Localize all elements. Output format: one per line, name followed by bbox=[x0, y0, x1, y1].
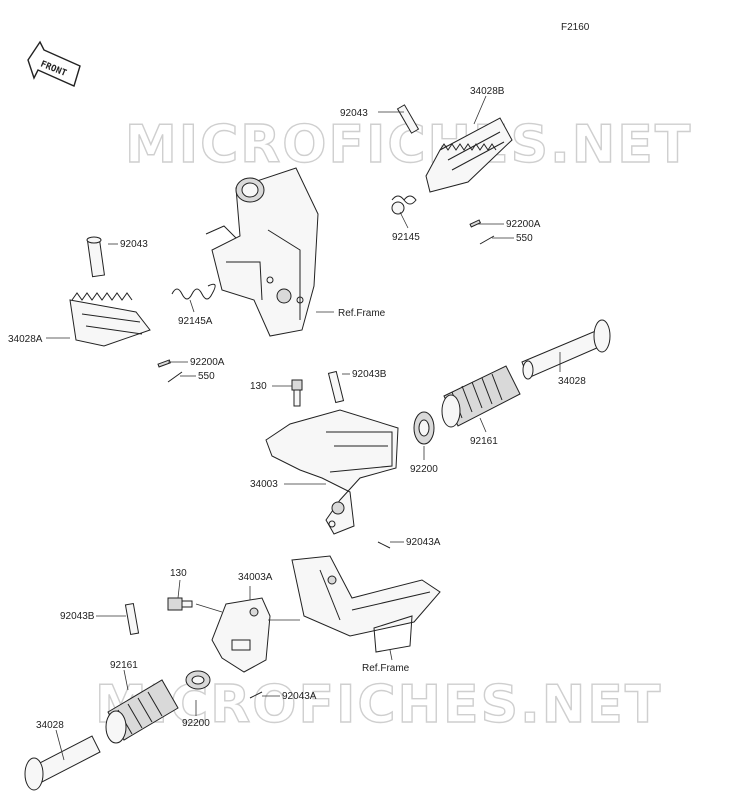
footpeg-34028b-icon bbox=[391, 104, 513, 245]
watermark-bottom: MICROFICHES.NET bbox=[95, 675, 662, 735]
leader-lines bbox=[46, 95, 561, 761]
footpeg-34028-right-icon bbox=[521, 319, 611, 380]
label-92200a-left: 92200A bbox=[190, 357, 225, 368]
footpeg-rubber-92161-low-icon bbox=[105, 679, 179, 744]
label-92043-top: 92043 bbox=[340, 108, 368, 119]
footpeg-rubber-92161-mid-icon bbox=[441, 365, 521, 428]
label-34003: 34003 bbox=[250, 479, 278, 490]
frame-lower-icon bbox=[291, 555, 441, 653]
label-ref-frame-top: Ref.Frame bbox=[338, 308, 386, 319]
label-92043a-low: 92043A bbox=[282, 691, 317, 702]
spring-92145a-icon bbox=[171, 283, 216, 300]
front-arrow-icon: FRONT bbox=[27, 40, 81, 87]
label-34028-low: 34028 bbox=[36, 720, 64, 731]
step-bracket-34003a-icon bbox=[124, 597, 271, 699]
label-92161-mid: 92161 bbox=[470, 436, 498, 447]
part-labels: 92043 34028B 92200A 550 92145 92043 9214… bbox=[8, 86, 586, 731]
label-92043b-mid: 92043B bbox=[352, 369, 387, 380]
label-550-top: 550 bbox=[516, 233, 533, 244]
figure-code: F2160 bbox=[561, 22, 590, 33]
footpeg-34028a-icon bbox=[69, 236, 183, 383]
label-34028b: 34028B bbox=[470, 86, 505, 97]
washer-92200-mid-icon bbox=[413, 411, 435, 445]
label-92200-low: 92200 bbox=[182, 718, 210, 729]
label-ref-frame-low: Ref.Frame bbox=[362, 663, 410, 674]
label-92145-top: 92145 bbox=[392, 232, 420, 243]
label-34003a: 34003A bbox=[238, 572, 273, 583]
label-34028a: 34028A bbox=[8, 334, 43, 345]
label-92043-left: 92043 bbox=[120, 239, 148, 250]
footpeg-34028-low-icon bbox=[24, 735, 101, 791]
label-92145a: 92145A bbox=[178, 316, 213, 327]
frame-upper-icon bbox=[205, 167, 319, 337]
step-bracket-34003-icon bbox=[265, 370, 399, 549]
label-130-low: 130 bbox=[170, 568, 187, 579]
label-92200a-top: 92200A bbox=[506, 219, 541, 230]
label-92200-mid: 92200 bbox=[410, 464, 438, 475]
label-550-left: 550 bbox=[198, 371, 215, 382]
label-92043a-mid: 92043A bbox=[406, 537, 441, 548]
label-130-mid: 130 bbox=[250, 381, 267, 392]
label-92043b-low: 92043B bbox=[60, 611, 95, 622]
washer-92200-low-icon bbox=[185, 670, 211, 690]
label-92161-low: 92161 bbox=[110, 660, 138, 671]
label-34028-right: 34028 bbox=[558, 376, 586, 387]
